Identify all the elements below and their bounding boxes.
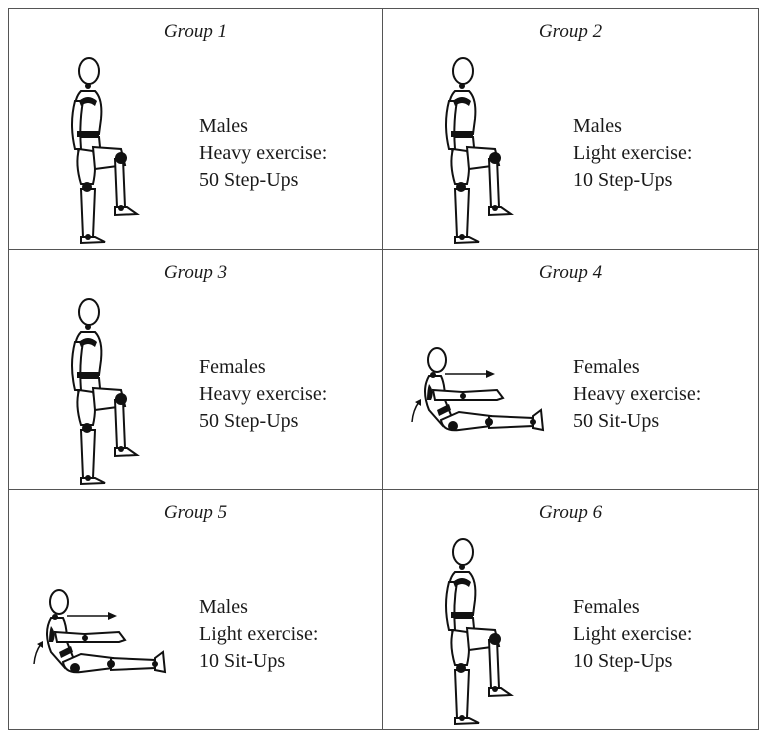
group-intensity: Light exercise: bbox=[573, 142, 693, 164]
group-cell-4: Group 4 Females Heavy exercise: 50 Sit-U… bbox=[383, 250, 758, 490]
group-intensity: Heavy exercise: bbox=[199, 142, 328, 164]
group-task: 50 Step-Ups bbox=[199, 169, 299, 191]
group-description: Males Light exercise: 10 Sit-Ups bbox=[199, 594, 318, 675]
group-cell-3: Group 3 Females Heavy exercise: 50 Step-… bbox=[9, 250, 383, 490]
group-cell-1: Group 1 Males Heavy exercise: 50 Step-Up… bbox=[9, 9, 383, 250]
group-cell-6: Group 6 Females Light exercise: 10 Step-… bbox=[383, 490, 758, 729]
exercise-groups-table: Group 1 Males Heavy exercise: 50 Step-Up… bbox=[8, 8, 759, 730]
group-intensity: Light exercise: bbox=[573, 623, 693, 645]
step-up-figure-icon bbox=[445, 538, 512, 725]
group-intensity: Heavy exercise: bbox=[199, 383, 328, 405]
group-task: 50 Sit-Ups bbox=[573, 410, 660, 432]
group-sex: Males bbox=[573, 115, 622, 137]
group-description: Males Heavy exercise: 50 Step-Ups bbox=[199, 113, 327, 194]
group-description: Females Heavy exercise: 50 Step-Ups bbox=[199, 354, 327, 435]
step-up-figure-icon bbox=[445, 57, 512, 244]
group-title: Group 2 bbox=[538, 21, 603, 42]
group-title: Group 4 bbox=[538, 262, 603, 283]
group-description: Females Light exercise: 10 Step-Ups bbox=[573, 594, 692, 675]
group-description: Females Heavy exercise: 50 Sit-Ups bbox=[573, 354, 701, 435]
group-title: Group 6 bbox=[538, 502, 603, 523]
group-intensity: Light exercise: bbox=[199, 623, 319, 645]
group-sex: Females bbox=[573, 596, 640, 618]
group-sex: Females bbox=[573, 356, 640, 378]
group-task: 50 Step-Ups bbox=[199, 410, 299, 432]
group-task: 10 Step-Ups bbox=[573, 650, 673, 672]
group-cell-2: Group 2 Males Light exercise: 10 Step-Up… bbox=[383, 9, 758, 250]
group-title: Group 1 bbox=[163, 21, 228, 42]
group-cell-5: Group 5 Males Light exercise: 10 Sit-Ups bbox=[9, 490, 383, 729]
group-title: Group 5 bbox=[163, 502, 228, 523]
sit-up-figure-icon bbox=[33, 589, 166, 674]
group-sex: Females bbox=[199, 356, 266, 378]
group-intensity: Heavy exercise: bbox=[573, 383, 702, 405]
group-title: Group 3 bbox=[163, 262, 228, 283]
group-task: 10 Step-Ups bbox=[573, 169, 673, 191]
group-task: 10 Sit-Ups bbox=[199, 650, 286, 672]
group-sex: Males bbox=[199, 115, 248, 137]
group-description: Males Light exercise: 10 Step-Ups bbox=[573, 113, 692, 194]
group-sex: Males bbox=[199, 596, 248, 618]
